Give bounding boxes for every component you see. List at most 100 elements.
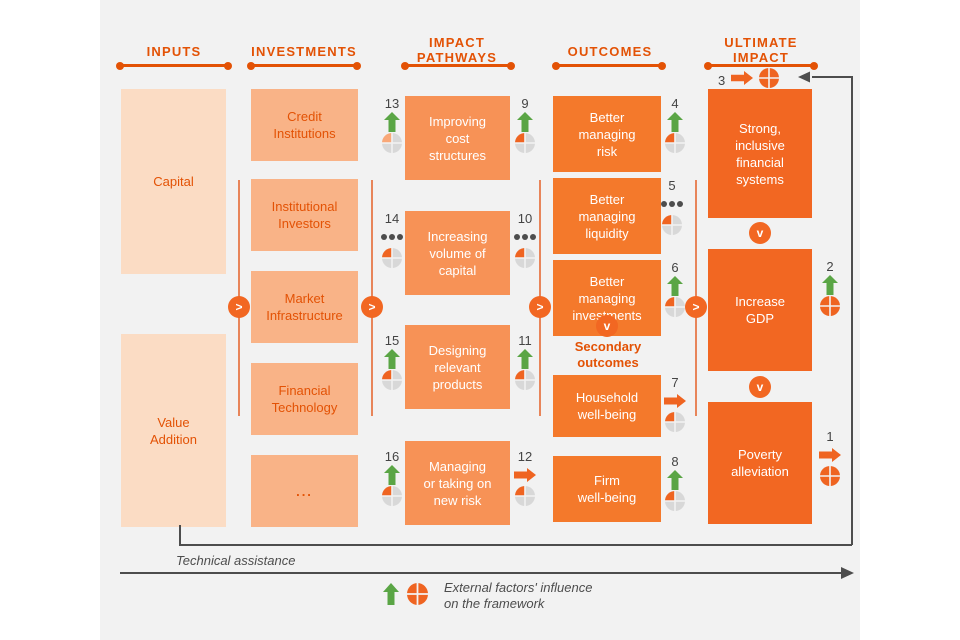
managing-risk-line2: managing xyxy=(578,126,636,142)
dots-icon xyxy=(512,227,538,247)
legend-text: External factors' influence on the frame… xyxy=(444,580,592,612)
indicator-14: 14 xyxy=(379,212,405,273)
impact-box-increase-gdp[interactable]: Increase GDP xyxy=(708,249,812,371)
chevron-down-impact-1: v xyxy=(749,222,771,244)
pathway-box-improving-cost-structures[interactable]: Improving cost structures xyxy=(405,96,510,180)
arrow-right-orange-icon xyxy=(512,465,538,485)
outcome-box-better-managing-investments[interactable]: Better managing investments xyxy=(553,260,661,336)
indicator-15-number: 15 xyxy=(384,333,400,348)
improving-cost-structures-line3: structures xyxy=(428,147,487,163)
arrow-up-green-icon xyxy=(662,276,688,296)
impact-box-strong-inclusive-financial-systems[interactable]: Strong, inclusive financial systems xyxy=(708,89,812,218)
investment-box-credit-institutions[interactable]: Credit Institutions xyxy=(251,89,358,161)
column-rule-inputs xyxy=(116,61,232,70)
column-rule-impact-pathways xyxy=(401,61,515,70)
pathway-box-designing-relevant-products[interactable]: Designing relevant products xyxy=(405,325,510,409)
column-header-inputs: INPUTS xyxy=(146,44,202,59)
arrow-up-green-icon xyxy=(817,275,843,295)
pathway-box-increasing-volume-of-capital[interactable]: Increasing volume of capital xyxy=(405,211,510,295)
arrow-up-green-icon xyxy=(512,112,538,132)
indicator-1-number: 1 xyxy=(826,429,834,444)
financial-systems-line2: inclusive xyxy=(735,137,785,153)
investment-box-financial-technology[interactable]: Financial Technology xyxy=(251,363,358,435)
outcome-box-firm-well-being[interactable]: Firm well-being xyxy=(553,456,661,522)
column-header-impact-pathways: IMPACT PATHWAYS xyxy=(396,35,518,65)
indicator-5-number: 5 xyxy=(668,178,676,193)
indicator-14-number: 14 xyxy=(384,211,400,226)
managing-investments-line1: Better xyxy=(589,273,625,289)
indicator-12-number: 12 xyxy=(517,449,533,464)
chevron-right-inputs-investments: > xyxy=(228,296,250,318)
pie-quarter-tl-icon xyxy=(659,215,685,240)
pie-full-orange-icon xyxy=(817,466,843,491)
credit-institutions-line1: Credit xyxy=(287,109,322,124)
arrow-up-green-icon xyxy=(383,583,399,610)
market-infrastructure-line2: Infrastructure xyxy=(266,308,343,323)
pie-quarter-tl-icon xyxy=(512,486,538,511)
pie-quarter-tl-light-icon xyxy=(379,133,405,158)
pie-quarter-tl-icon xyxy=(512,133,538,158)
managing-new-risk-line3: new risk xyxy=(433,492,482,508)
indicator-4: 4 xyxy=(662,97,688,158)
increasing-volume-line3: capital xyxy=(438,262,477,278)
pathway-box-managing-new-risk[interactable]: Managing or taking on new risk xyxy=(405,441,510,525)
indicator-16-number: 16 xyxy=(384,449,400,464)
column-rule-ultimate-impact xyxy=(704,61,818,70)
pie-quarter-tl-icon xyxy=(379,248,405,273)
arrow-up-green-icon xyxy=(379,349,405,369)
arrow-up-green-icon xyxy=(662,112,688,132)
indicator-10-number: 10 xyxy=(517,211,533,226)
arrow-right-orange-icon xyxy=(817,445,843,465)
impact-pathways-line2: PATHWAYS xyxy=(416,50,498,65)
ultimate-impact-line2: IMPACT xyxy=(732,50,790,65)
indicator-2-number: 2 xyxy=(826,259,834,274)
pie-quarter-tl-icon xyxy=(662,491,688,516)
household-well-being-line2: well-being xyxy=(577,407,637,422)
financial-systems-line4: systems xyxy=(736,171,784,187)
input-box-capital[interactable]: Capital xyxy=(121,89,226,274)
outcome-box-better-managing-liquidity[interactable]: Better managing liquidity xyxy=(553,178,661,254)
chevron-down-secondary-outcomes: v xyxy=(596,315,618,337)
investment-box-market-infrastructure[interactable]: Market Infrastructure xyxy=(251,271,358,343)
input-value-addition-line1: Value xyxy=(157,414,190,430)
firm-well-being-line2: well-being xyxy=(577,490,637,505)
input-box-value-addition[interactable]: Value Addition xyxy=(121,334,226,527)
indicator-15: 15 xyxy=(379,334,405,395)
designing-products-line1: Designing xyxy=(428,342,487,358)
chevron-down-impact-2: v xyxy=(749,376,771,398)
column-header-outcomes: OUTCOMES xyxy=(567,44,653,59)
investment-box-ellipsis[interactable]: ... xyxy=(251,455,358,527)
designing-products-line2: relevant xyxy=(434,359,481,375)
investment-box-institutional-investors[interactable]: Institutional Investors xyxy=(251,179,358,251)
indicator-3: 3 xyxy=(718,68,780,93)
financial-systems-line3: financial xyxy=(736,154,784,170)
outcome-box-better-managing-risk[interactable]: Better managing risk xyxy=(553,96,661,172)
chevron-right-outcomes-impact: > xyxy=(685,296,707,318)
technical-assistance-label: Technical assistance xyxy=(176,553,296,568)
secondary-outcomes-line2: outcomes xyxy=(577,355,639,370)
ultimate-impact-line1: ULTIMATE xyxy=(724,35,798,50)
indicator-4-number: 4 xyxy=(671,96,679,111)
managing-new-risk-line2: or taking on xyxy=(423,475,492,491)
pie-quarter-tl-icon xyxy=(512,248,538,273)
indicator-8: 8 xyxy=(662,455,688,516)
indicator-10: 10 xyxy=(512,212,538,273)
secondary-outcomes-label: Secondary outcomes xyxy=(549,339,667,371)
dots-icon xyxy=(379,227,405,247)
pie-full-orange-icon xyxy=(407,583,428,610)
increase-gdp-line1: Increase xyxy=(735,294,785,309)
indicator-5: 5 xyxy=(659,179,685,240)
arrow-up-green-icon xyxy=(379,112,405,132)
managing-risk-line1: Better xyxy=(589,109,625,125)
legend-line2: on the framework xyxy=(444,596,545,611)
indicator-9-number: 9 xyxy=(521,96,529,111)
indicator-8-number: 8 xyxy=(671,454,679,469)
poverty-alleviation-line2: alleviation xyxy=(731,464,789,479)
dots-icon xyxy=(659,194,685,214)
impact-box-poverty-alleviation[interactable]: Poverty alleviation xyxy=(708,402,812,524)
indicator-13: 13 xyxy=(379,97,405,158)
financial-technology-line1: Financial xyxy=(278,383,331,398)
managing-new-risk-line1: Managing xyxy=(428,458,487,474)
outcome-box-household-well-being[interactable]: Household well-being xyxy=(553,375,661,437)
firm-well-being-line1: Firm xyxy=(594,473,620,488)
